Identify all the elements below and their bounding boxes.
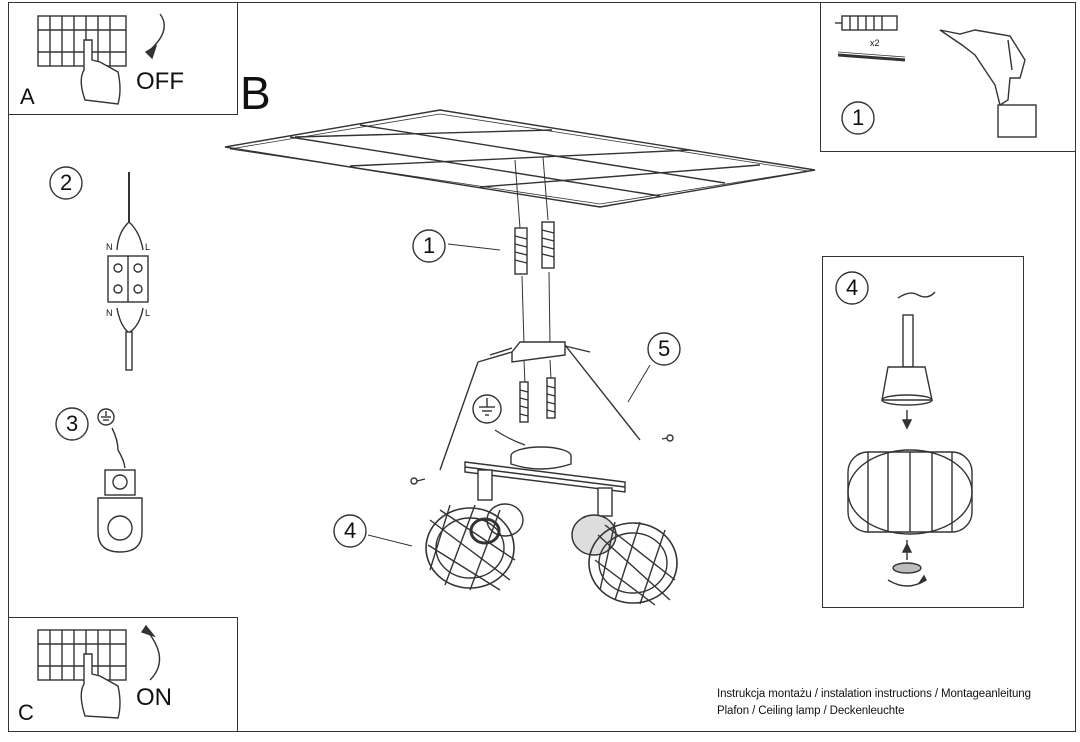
step-number-anchor: 1 xyxy=(423,233,436,258)
mounting-bracket xyxy=(439,341,641,471)
footer-product-type: Plafon / Ceiling lamp / Deckenleuchte xyxy=(717,705,905,717)
switch-off-label: OFF xyxy=(136,68,184,95)
step-number-plate: 5 xyxy=(658,336,671,361)
step-number-drill: 1 xyxy=(852,105,865,130)
step-number-wire: 2 xyxy=(60,170,73,195)
mounting-guide-lines xyxy=(514,156,552,386)
lamp-canopy xyxy=(464,446,626,493)
step-circles xyxy=(49,101,875,548)
switch-on-icon xyxy=(37,624,161,719)
wall-plug xyxy=(514,221,555,275)
drill-panel-art xyxy=(835,15,1037,138)
switch-off-icon xyxy=(37,13,165,105)
panel-c-letter: C xyxy=(18,700,34,725)
terminal-n-top: N xyxy=(106,242,113,252)
footer-instructions: Instrukcja montażu / instalation instruc… xyxy=(717,688,1031,700)
step-number-ground: 3 xyxy=(66,411,79,436)
wire-terminal-diagram xyxy=(107,172,149,371)
shade-panel-frame xyxy=(822,256,1024,608)
panel-b-letter: B xyxy=(240,67,271,119)
panel-a-letter: A xyxy=(20,84,35,109)
step-number-lampshade: 4 xyxy=(344,518,357,543)
right-spotlight-cage xyxy=(571,487,678,606)
ceiling-plane xyxy=(224,109,816,208)
shade-assembly-art xyxy=(847,291,973,587)
terminal-n-bottom: N xyxy=(106,308,113,318)
side-screw xyxy=(410,434,674,485)
terminal-l-bottom: L xyxy=(145,308,151,318)
step-number-shade: 4 xyxy=(846,275,859,300)
switch-on-label: ON xyxy=(136,684,172,711)
drill-panel-frame xyxy=(820,2,1076,152)
screw xyxy=(519,377,556,423)
ground-terminal-diagram xyxy=(97,408,143,553)
anchor-count: x2 xyxy=(870,38,880,48)
left-spotlight-cage xyxy=(425,469,524,591)
ground-symbol xyxy=(472,394,526,446)
terminal-l-top: L xyxy=(145,242,151,252)
leader-lines xyxy=(367,243,651,547)
